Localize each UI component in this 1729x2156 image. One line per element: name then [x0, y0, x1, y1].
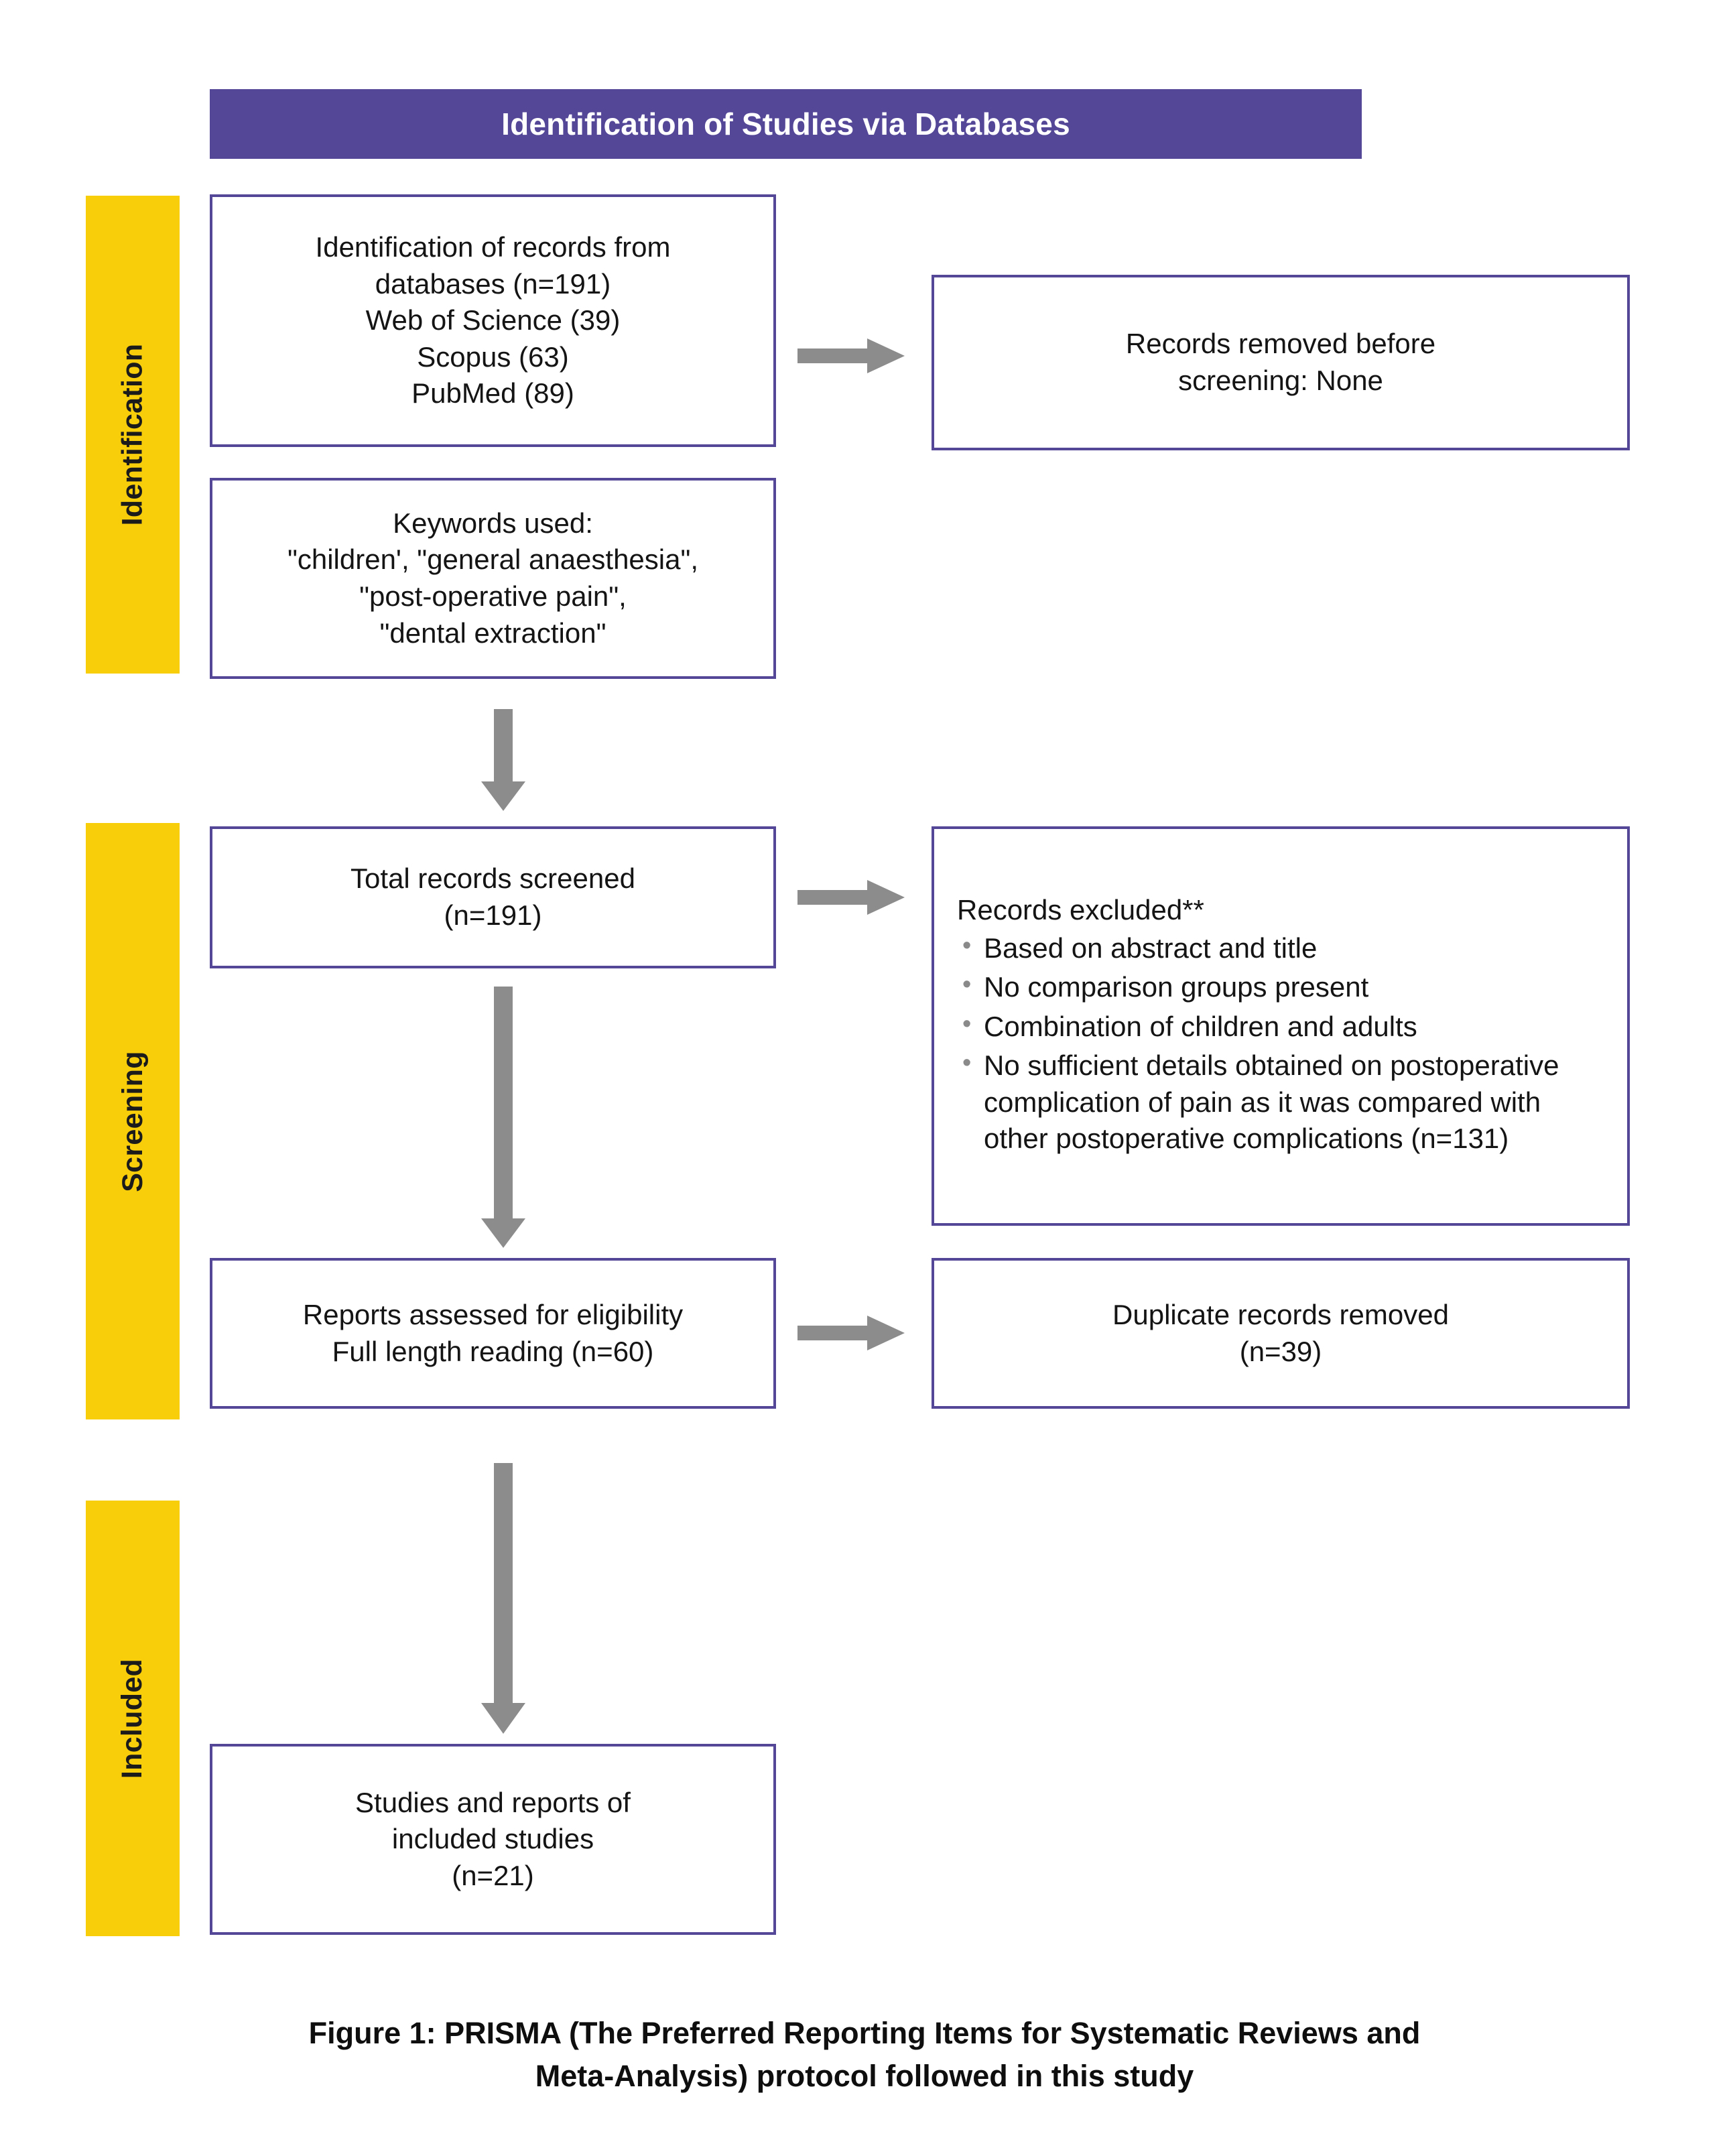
stage-label-identification: Identification: [116, 343, 149, 526]
stage-label-screening: Screening: [116, 1050, 149, 1192]
box-records-identified-text: Identification of records from databases…: [315, 231, 671, 409]
arrow-down-screened-to-assessed: [481, 987, 525, 1248]
box-records-excluded: Records excluded** Based on abstract and…: [932, 826, 1630, 1226]
arrow-right-assessed-to-duplicates: [797, 1316, 905, 1350]
arrow-right-screened-to-excluded: [797, 880, 905, 915]
stage-bar-screening: Screening: [86, 823, 180, 1419]
figure-caption: Figure 1: PRISMA (The Preferred Reportin…: [174, 2012, 1555, 2098]
box-reports-assessed-text: Reports assessed for eligibility Full le…: [302, 1298, 684, 1367]
box-records-identified: Identification of records from databases…: [210, 194, 776, 447]
box-duplicate-records-removed-text: Duplicate records removed (n=39): [1112, 1298, 1449, 1367]
box-records-removed-text: Records removed before screening: None: [1125, 328, 1436, 396]
records-excluded-item: No comparison groups present: [962, 968, 1611, 1006]
records-excluded-item: Based on abstract and title: [962, 930, 1611, 967]
records-excluded-list: Based on abstract and title No compariso…: [950, 930, 1611, 1158]
diagram-header-banner: Identification of Studies via Databases: [210, 89, 1362, 159]
box-total-records-screened: Total records screened (n=191): [210, 826, 776, 968]
arrow-down-keywords-to-screened: [481, 709, 525, 811]
box-total-records-screened-text: Total records screened (n=191): [350, 863, 635, 931]
box-records-excluded-heading: Records excluded**: [957, 893, 1204, 926]
box-included-studies-text: Studies and reports of included studies …: [355, 1786, 631, 1891]
box-reports-assessed-for-eligibility: Reports assessed for eligibility Full le…: [210, 1258, 776, 1409]
figure-caption-line-1: Figure 1: PRISMA (The Preferred Reportin…: [308, 2016, 1421, 2050]
records-excluded-item: Combination of children and adults: [962, 1008, 1611, 1045]
stage-bar-identification: Identification: [86, 196, 180, 674]
box-keywords-used-text: Keywords used: "children', "general anae…: [287, 507, 699, 649]
diagram-header-title: Identification of Studies via Databases: [501, 107, 1070, 141]
arrow-right-identified-to-removed: [797, 338, 905, 373]
stage-label-included: Included: [116, 1658, 149, 1779]
box-records-removed-before-screening: Records removed before screening: None: [932, 275, 1630, 450]
figure-caption-line-2: Meta-Analysis) protocol followed in this…: [535, 2058, 1194, 2093]
arrow-down-assessed-to-included: [481, 1463, 525, 1734]
box-keywords-used: Keywords used: "children', "general anae…: [210, 478, 776, 679]
stage-bar-included: Included: [86, 1501, 180, 1936]
box-included-studies: Studies and reports of included studies …: [210, 1744, 776, 1935]
box-duplicate-records-removed: Duplicate records removed (n=39): [932, 1258, 1630, 1409]
records-excluded-item: No sufficient details obtained on postop…: [962, 1047, 1611, 1157]
